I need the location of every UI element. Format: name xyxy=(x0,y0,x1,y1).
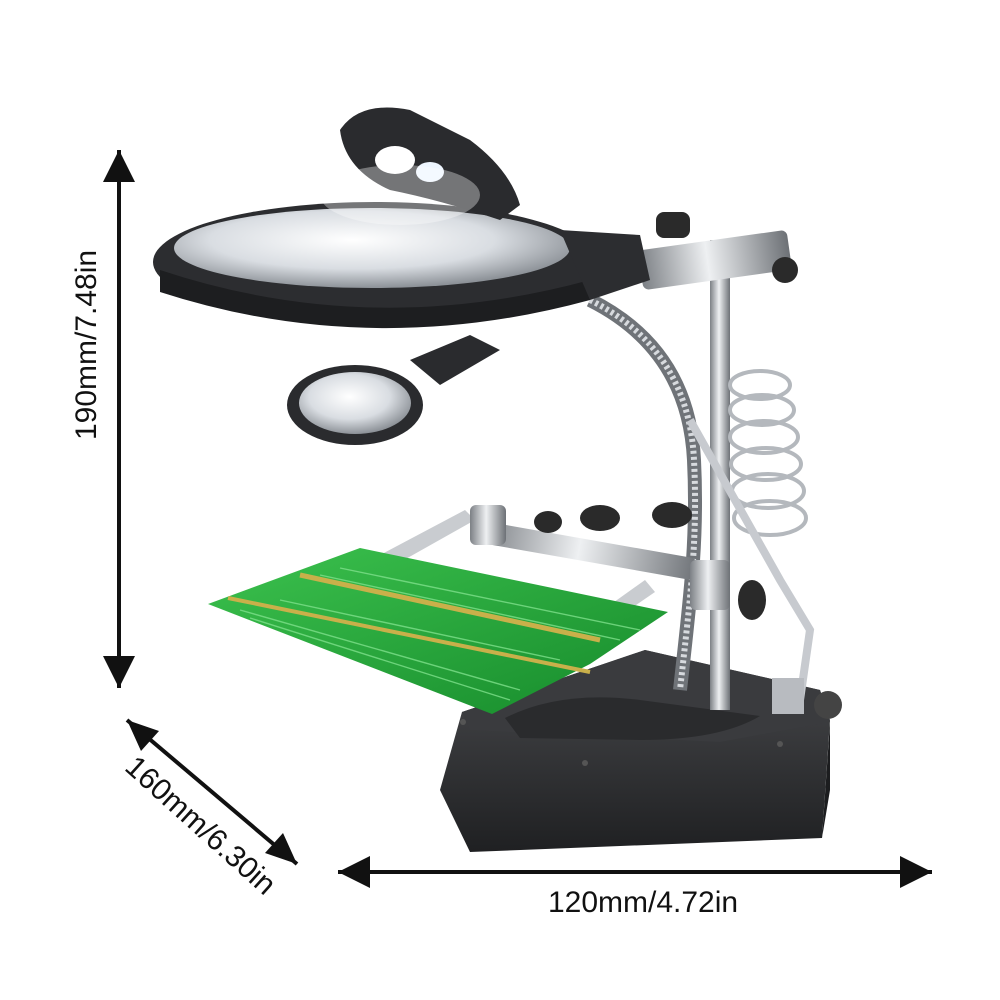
stand-base xyxy=(440,650,830,852)
helping-hands-clips xyxy=(380,502,766,640)
width-dimension-label: 120mm/4.72in xyxy=(547,886,739,919)
soldering-iron-holder-coil xyxy=(686,369,842,719)
main-magnifier xyxy=(153,202,650,329)
led-lamp-head xyxy=(320,107,520,225)
height-dimension-label: 190mm/7.48in xyxy=(70,249,103,441)
flexible-gooseneck-arm xyxy=(586,293,703,691)
depth-dimension-arrow xyxy=(125,718,299,866)
circuit-board xyxy=(208,548,668,714)
width-dimension-arrow xyxy=(338,856,932,888)
height-dimension-arrow xyxy=(103,150,135,688)
top-clamp-assembly xyxy=(638,212,798,290)
small-magnifier xyxy=(287,335,500,445)
